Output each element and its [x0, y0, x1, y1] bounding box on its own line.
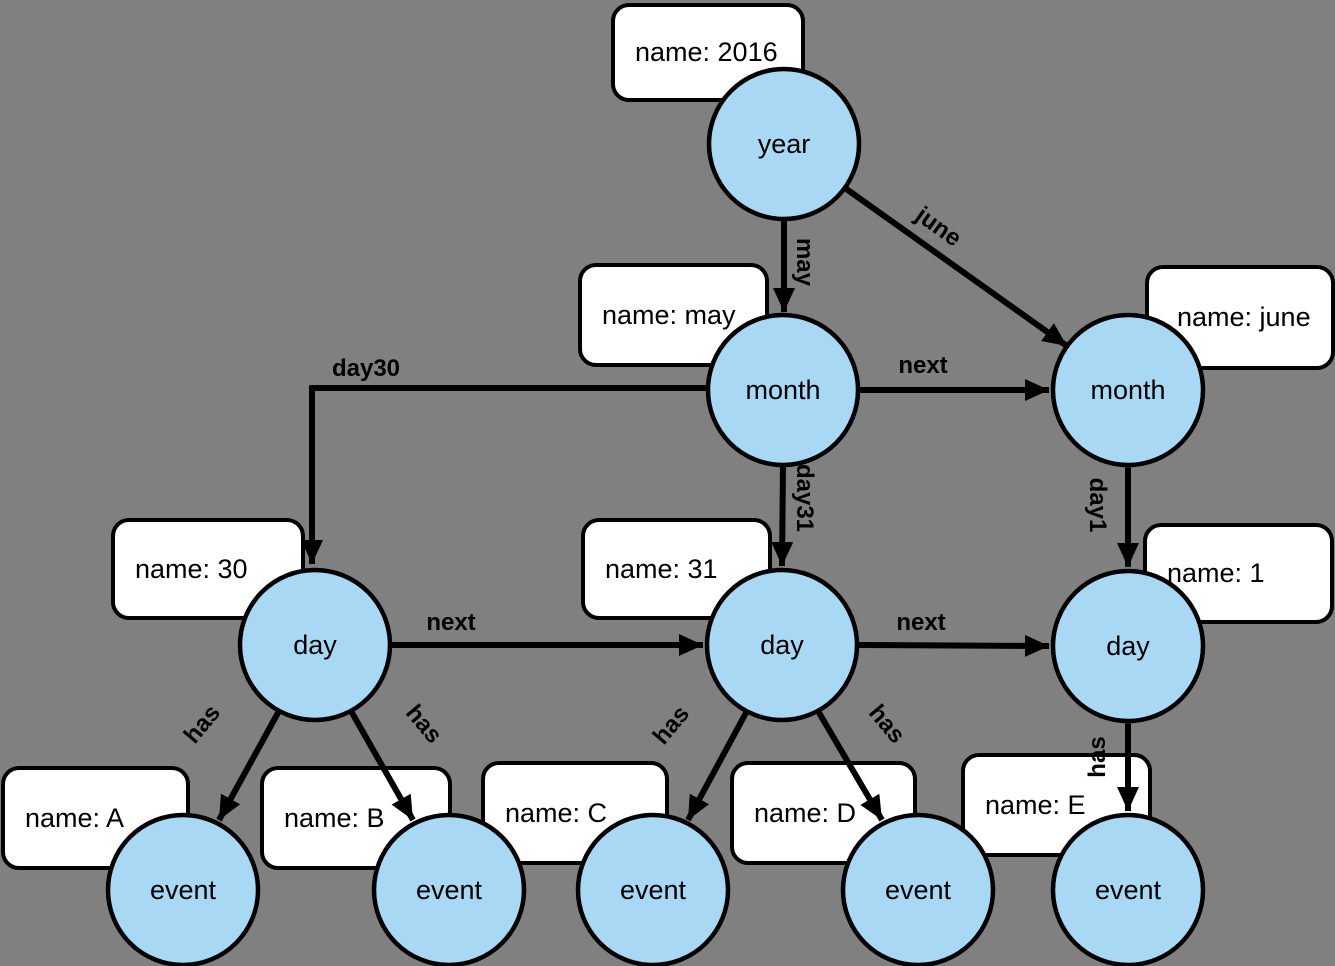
- property-text-june: name: june: [1177, 302, 1311, 332]
- node-label-year: year: [758, 129, 811, 159]
- node-day-31: [704, 567, 860, 723]
- node-label-event-c: event: [620, 875, 687, 905]
- node-month-may: [705, 312, 861, 468]
- node-month-june: [1050, 312, 1206, 468]
- node-year: [706, 66, 862, 222]
- node-label-event-e: event: [1095, 875, 1162, 905]
- property-text-may: name: may: [602, 300, 736, 330]
- node-day-1: [1050, 568, 1206, 724]
- edge-day31-to-eventC: [685, 709, 750, 822]
- edge-label-day31: day31: [791, 464, 818, 532]
- node-label-day-30: day: [293, 630, 337, 660]
- edge-label-may: may: [791, 238, 818, 287]
- property-text-eventB: name: B: [284, 803, 385, 833]
- property-text-year: name: 2016: [635, 37, 778, 67]
- nodes: year month month day day day event event…: [105, 66, 1206, 966]
- node-label-month-may: month: [745, 375, 820, 405]
- edge-label-day30: day30: [332, 355, 400, 382]
- edge-month-may-to-day30: [301, 385, 708, 564]
- edge-label-next-day1: next: [426, 609, 475, 636]
- node-label-month-june: month: [1090, 375, 1165, 405]
- property-text-day31: name: 31: [605, 554, 718, 584]
- edge-day31-to-eventD: [815, 709, 885, 822]
- node-event-b: [371, 812, 527, 966]
- property-boxes: name: 2016 name: may name: june name: 30…: [1, 3, 1335, 870]
- edge-label-next-day2: next: [896, 609, 945, 636]
- property-text-day30: name: 30: [135, 554, 248, 584]
- edges: [216, 185, 1139, 822]
- property-text-eventA: name: A: [25, 803, 124, 833]
- edge-day30-to-eventA: [216, 709, 282, 822]
- node-day-30: [237, 567, 393, 723]
- edge-label-day1: day1: [1084, 478, 1111, 533]
- property-text-eventC: name: C: [505, 798, 607, 828]
- edge-month-may-to-day31: [771, 464, 794, 567]
- edge-label-june: june: [910, 201, 967, 252]
- edge-day30-to-eventB: [348, 709, 416, 822]
- edge-label-has-e: has: [1084, 736, 1111, 777]
- edge-label-has-d: has: [863, 700, 910, 749]
- node-event-e: [1050, 812, 1206, 966]
- edge-label-has-b: has: [400, 700, 447, 749]
- node-event-d: [840, 812, 996, 966]
- edge-day31-to-day1: [856, 634, 1050, 657]
- edge-year-to-month-june: [843, 185, 1069, 349]
- node-label-event-a: event: [150, 875, 217, 905]
- node-label-day-31: day: [760, 630, 804, 660]
- node-label-day-1: day: [1106, 631, 1150, 661]
- node-event-c: [575, 812, 731, 966]
- edge-label-has-a: has: [179, 700, 226, 749]
- node-label-event-d: event: [885, 875, 952, 905]
- property-text-eventE: name: E: [985, 790, 1086, 820]
- edge-label-has-c: has: [648, 701, 695, 750]
- property-text-day1: name: 1: [1167, 558, 1265, 588]
- node-event-a: [105, 812, 261, 966]
- property-text-eventD: name: D: [754, 798, 856, 828]
- edge-label-next-month: next: [898, 352, 947, 379]
- node-label-event-b: event: [416, 875, 483, 905]
